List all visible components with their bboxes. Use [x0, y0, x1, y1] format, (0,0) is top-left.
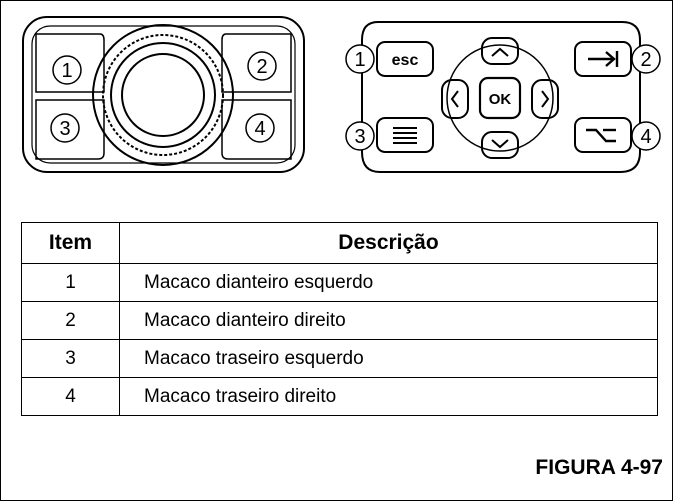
- column-header-description: Descrição: [119, 222, 658, 264]
- esc-key: [376, 41, 434, 77]
- item-cell: 1: [21, 263, 120, 302]
- knob-outer-ring: [92, 24, 234, 166]
- tab-arrow-icon: [588, 51, 619, 67]
- option-key: [574, 117, 632, 153]
- column-header-item: Item: [21, 222, 120, 264]
- knob-ring: [110, 42, 216, 148]
- item-cell: 2: [21, 301, 120, 340]
- rotary-control-panel: [22, 16, 305, 173]
- description-cell: Macaco traseiro direito: [119, 377, 658, 416]
- left-callout-4: 4: [254, 118, 265, 140]
- control-diagram-svg: 1 2 3 4: [22, 16, 661, 173]
- option-key-icon: [586, 128, 616, 143]
- right-callout-3: 3: [354, 126, 365, 148]
- key-4: [221, 99, 292, 160]
- keypad-panel: [361, 21, 641, 173]
- menu-icon: [393, 127, 417, 144]
- ok-key-label: OK: [489, 91, 512, 108]
- right-key: [531, 79, 559, 119]
- down-key: [481, 131, 519, 159]
- right-callouts: 1 2 3 4: [345, 44, 661, 151]
- rotary-panel-outer: [22, 16, 305, 173]
- left-callout-2: 2: [256, 56, 267, 78]
- ok-key: [478, 76, 522, 120]
- menu-key: [376, 117, 434, 153]
- control-diagram: 1 2 3 4: [0, 0, 673, 200]
- key-2: [221, 33, 292, 93]
- table-row: 4 Macaco traseiro direito: [21, 377, 658, 416]
- legend-table: Item Descrição 1 Macaco dianteiro esquer…: [21, 222, 658, 416]
- knob-center: [121, 53, 205, 137]
- right-callout-4: 4: [640, 126, 651, 148]
- table-row: 1 Macaco dianteiro esquerdo: [21, 263, 658, 302]
- item-cell: 3: [21, 339, 120, 378]
- figure-label: FIGURA 4-97: [535, 456, 663, 479]
- rotary-panel-inner: [31, 25, 296, 164]
- description-cell: Macaco dianteiro esquerdo: [119, 263, 658, 302]
- chevron-down-icon: [491, 139, 509, 149]
- left-callout-3: 3: [59, 118, 70, 140]
- dpad-ring: [446, 44, 554, 152]
- table-row: 3 Macaco traseiro esquerdo: [21, 339, 658, 378]
- knob-knurl: [102, 34, 224, 156]
- description-cell: Macaco traseiro esquerdo: [119, 339, 658, 378]
- left-callouts: 1 2 3 4: [50, 51, 277, 143]
- keypad-outer: [361, 21, 641, 173]
- description-cell: Macaco dianteiro direito: [119, 301, 658, 340]
- key-3: [35, 99, 105, 160]
- table-row: 2 Macaco dianteiro direito: [21, 301, 658, 340]
- item-cell: 4: [21, 377, 120, 416]
- table-header-row: Item Descrição: [21, 222, 658, 264]
- right-callout-2: 2: [640, 49, 651, 71]
- esc-key-label: esc: [392, 52, 419, 69]
- key-1: [35, 33, 105, 93]
- left-key: [441, 79, 469, 119]
- chevron-up-icon: [491, 47, 509, 57]
- chevron-right-icon: [541, 90, 550, 108]
- right-callout-1: 1: [354, 49, 365, 71]
- tab-key: [574, 41, 632, 77]
- chevron-left-icon: [450, 90, 459, 108]
- up-key: [481, 37, 519, 65]
- keypad-labels: esc OK: [392, 52, 512, 108]
- left-callout-1: 1: [61, 60, 72, 82]
